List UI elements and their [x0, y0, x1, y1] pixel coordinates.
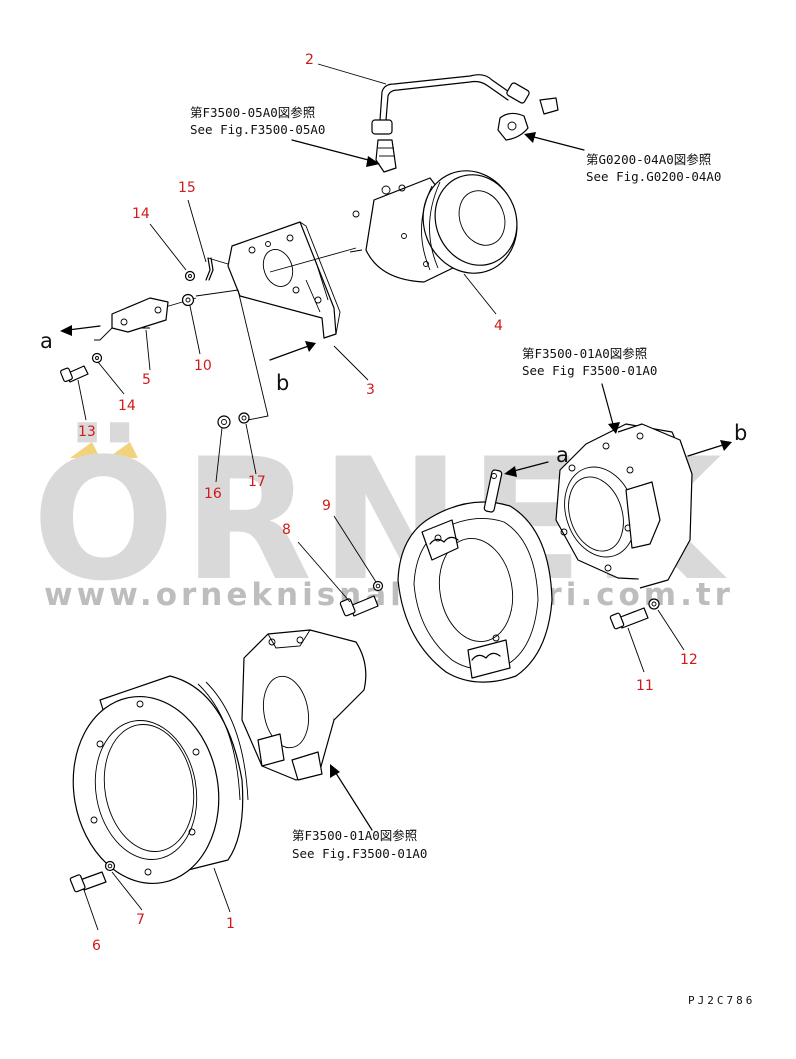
ref-f3500-01a0-en-top: See Fig F3500-01A0	[522, 363, 657, 378]
brake-drum	[72, 675, 249, 885]
callout-9: 9	[322, 498, 331, 514]
callout-15: 15	[178, 180, 196, 196]
anchor-hub	[241, 629, 367, 781]
callout-14-bottom: 14	[118, 398, 136, 414]
callout-11: 11	[636, 678, 654, 694]
pipe-nut-right	[506, 82, 530, 104]
mounting-bracket	[227, 221, 341, 339]
callouts: 2 15 14 4 5 10 3 14 13 16 17 9 8 12 11 7…	[78, 52, 698, 954]
callout-10: 10	[194, 358, 212, 374]
callout-3: 3	[366, 382, 375, 398]
callout-4: 4	[494, 318, 503, 334]
washer-14-top	[184, 270, 196, 282]
cotter-pin-15	[205, 257, 211, 281]
callout-12: 12	[680, 652, 698, 668]
ref-f3500-01a0-en-bottom: See Fig.F3500-01A0	[292, 846, 427, 861]
callout-7: 7	[136, 912, 145, 928]
callout-16: 16	[204, 486, 222, 502]
ref-f3500-01a0-jp-top: 第F3500-01A0図参照	[522, 346, 647, 361]
clevis	[111, 297, 169, 333]
ref-g0200-04a0-en: See Fig.G0200-04A0	[586, 169, 721, 184]
reference-notes: 第F3500-05A0図参照 See Fig.F3500-05A0 第G0200…	[190, 105, 721, 861]
callout-6: 6	[92, 938, 101, 954]
washer-17	[238, 412, 250, 424]
watermark-url: www.orneknisnalandalari.com.tr	[44, 577, 734, 613]
callout-2: 2	[305, 52, 314, 68]
callout-1: 1	[226, 916, 235, 932]
watermark-accent-left	[70, 442, 100, 458]
bolt-11-washer-12	[609, 598, 660, 630]
bolt-6-washer-7	[69, 860, 116, 893]
pipe-nut-top	[371, 119, 393, 135]
small-parts	[60, 257, 250, 429]
connector-b-left: b	[276, 371, 289, 395]
callout-8: 8	[282, 522, 291, 538]
ref-g0200-04a0-jp: 第G0200-04A0図参照	[586, 152, 711, 167]
valve-connector	[497, 112, 529, 141]
washer-14-bottom	[91, 352, 103, 364]
washer-10	[181, 293, 195, 307]
connector-letters: a b a b	[40, 329, 747, 467]
brake-chamber	[349, 170, 518, 283]
union-fitting	[539, 97, 559, 115]
ref-f3500-05a0-jp: 第F3500-05A0図参照	[190, 105, 315, 120]
callout-13: 13	[78, 424, 96, 440]
pipe-assembly	[371, 74, 559, 173]
callout-5: 5	[142, 372, 151, 388]
nut-16	[217, 415, 231, 429]
connector-b-right: b	[734, 421, 747, 445]
arrows	[60, 63, 732, 931]
connector-a-right: a	[556, 443, 569, 467]
ref-f3500-05a0-en: See Fig.F3500-05A0	[190, 122, 325, 137]
bolt-8-washer-9	[339, 580, 384, 617]
brake-shoe-assembly	[397, 469, 553, 683]
watermark-accent-right	[108, 442, 138, 458]
callout-14-top: 14	[132, 206, 150, 222]
ref-f3500-01a0-jp-bottom: 第F3500-01A0図参照	[292, 828, 417, 843]
callout-17: 17	[248, 474, 266, 490]
backing-flange	[555, 423, 693, 589]
drawing-code: PJ2C786	[688, 994, 755, 1007]
connector-a-left: a	[40, 329, 53, 353]
